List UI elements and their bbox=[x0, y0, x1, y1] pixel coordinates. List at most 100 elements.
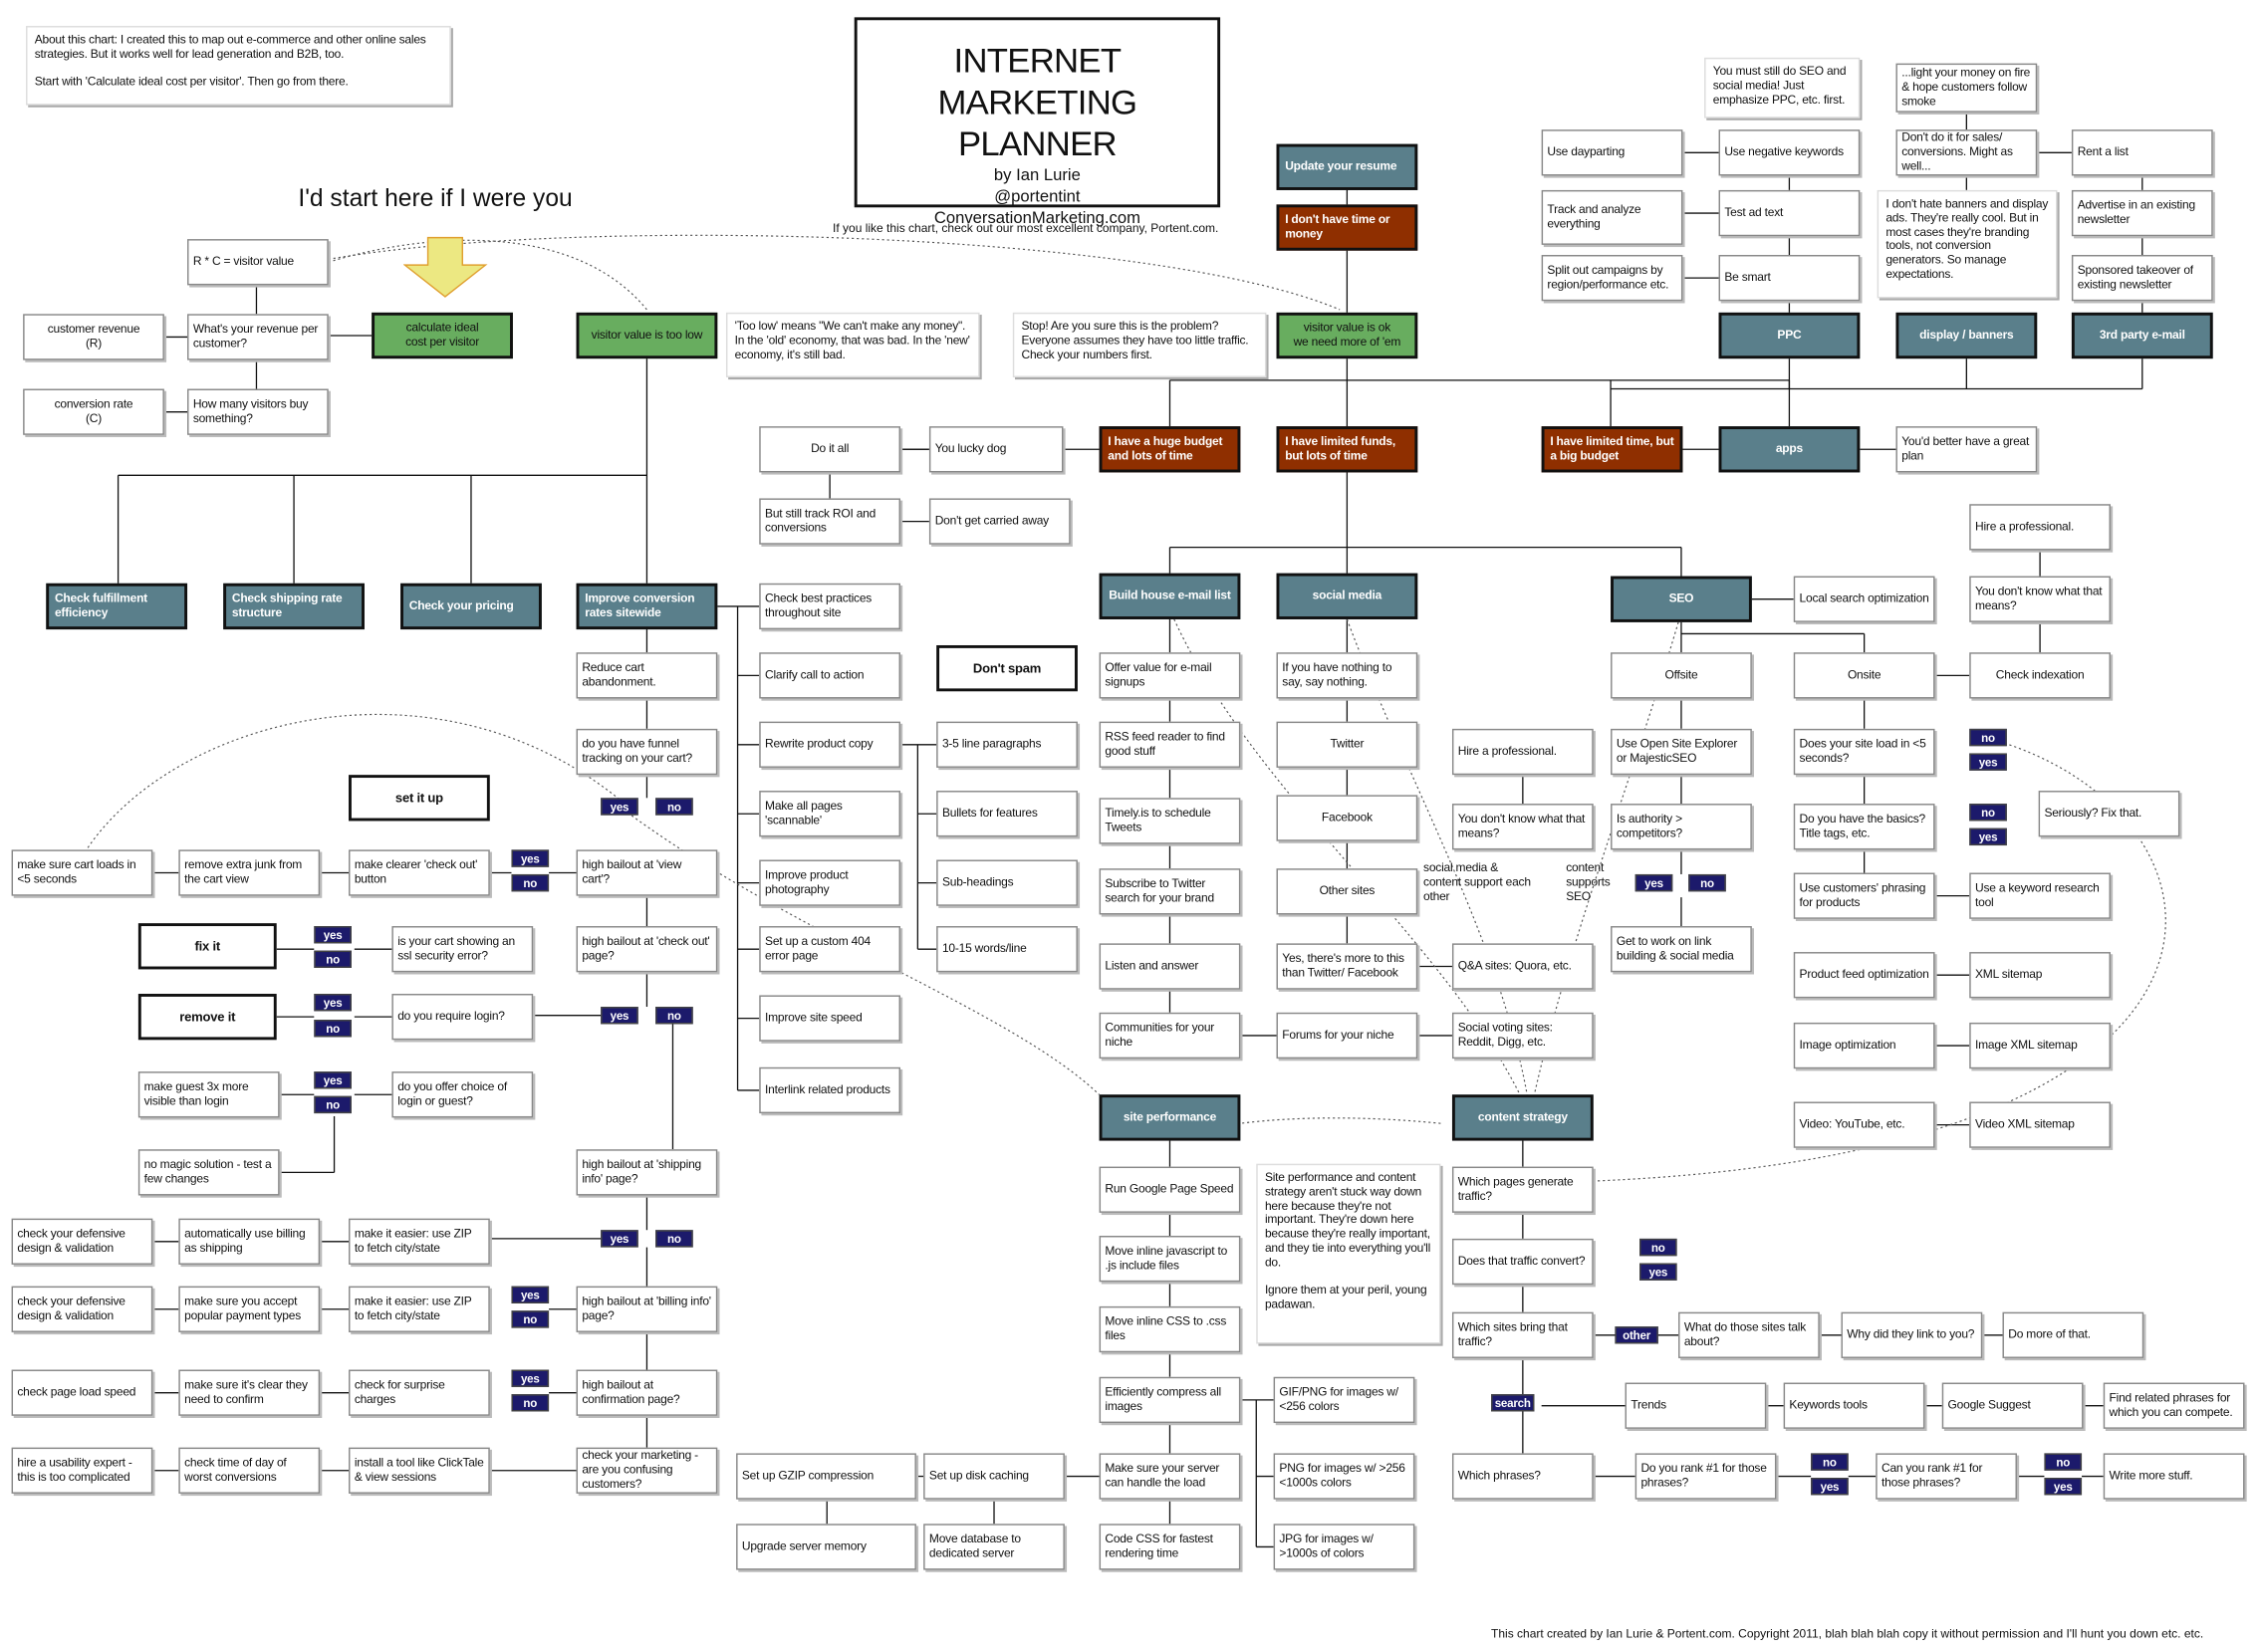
node-label: JPG for images w/ >1000s of colors bbox=[1279, 1531, 1374, 1560]
node-kwtool: Use a keyword research tool bbox=[1969, 872, 2111, 919]
node-rss: RSS feed reader to find good stuff bbox=[1099, 721, 1241, 768]
node-label: Move database to dedicated server bbox=[928, 1531, 1021, 1560]
node-label: You don't know what that means? bbox=[1457, 811, 1586, 840]
node-huge: I have a huge budget and lots of time bbox=[1099, 426, 1241, 473]
node-gif: GIF/PNG for images w/ <256 colors bbox=[1273, 1376, 1415, 1424]
node-label: 10-15 words/line bbox=[941, 940, 1027, 956]
node-speed: Improve site speed bbox=[759, 995, 900, 1042]
node-confpage: high bailout at confirmation page? bbox=[576, 1369, 718, 1416]
node-yesmore: Yes, there's more to this than Twitter/ … bbox=[1276, 943, 1418, 990]
yes-tag: yes bbox=[511, 1286, 550, 1303]
node-label: Twitter bbox=[1330, 736, 1365, 751]
node-label: make sure it's clear they need to confir… bbox=[184, 1377, 308, 1406]
node-label: Test ad text bbox=[1724, 204, 1784, 220]
node-label: Move inline CSS to .css files bbox=[1105, 1313, 1227, 1343]
start-here-arrow-icon bbox=[402, 236, 488, 298]
node-label: install a tool like ClickTale & view ses… bbox=[354, 1455, 484, 1484]
node-fulfill: Check fulfillment efficiency bbox=[46, 583, 188, 630]
node-rent: Rent a list bbox=[2071, 129, 2213, 176]
node-label: Efficiently compress all images bbox=[1105, 1384, 1222, 1413]
no-tag: no bbox=[314, 1095, 352, 1114]
node-label: check your defensive design & validation bbox=[17, 1294, 126, 1322]
node-label: social media & content support each othe… bbox=[1423, 860, 1531, 903]
node-offer: Offer value for e-mail signups bbox=[1099, 652, 1241, 699]
node-label: site performance bbox=[1123, 1108, 1217, 1124]
node-gzip: Set up GZIP compression bbox=[736, 1453, 916, 1500]
node-phrases: Which phrases? bbox=[1451, 1453, 1594, 1500]
node-smsupport: social media & content support each othe… bbox=[1423, 861, 1539, 913]
node-label: Use dayparting bbox=[1547, 143, 1626, 159]
node-label: Find related phrases for which you can c… bbox=[2109, 1390, 2233, 1419]
node-trends: Trends bbox=[1625, 1382, 1767, 1429]
node-ok: visitor value is ok we need more of 'em bbox=[1276, 312, 1418, 359]
node-label: Yes, there's more to this than Twitter/ … bbox=[1282, 950, 1404, 980]
node-offsite: Offsite bbox=[1611, 652, 1752, 699]
node-label: hire a usability expert - this is too co… bbox=[17, 1455, 132, 1484]
node-memory: Upgrade server memory bbox=[736, 1524, 916, 1570]
node-label: Site performance and content strategy ar… bbox=[1264, 1169, 1431, 1311]
no-tag: no bbox=[1969, 728, 2007, 747]
node-othersites: Other sites bbox=[1276, 868, 1418, 915]
node-csseo: content supports SEO bbox=[1566, 861, 1624, 913]
node-daypart: Use dayparting bbox=[1541, 129, 1683, 176]
node-label: check your defensive design & validation bbox=[17, 1226, 126, 1255]
node-label: Check fulfillment efficiency bbox=[54, 590, 147, 619]
node-defense2: check your defensive design & validation bbox=[11, 1286, 153, 1332]
node-label: Set up a custom 404 error page bbox=[765, 933, 872, 963]
node-label: Use a keyword research tool bbox=[1975, 880, 2100, 909]
yes-tag: yes bbox=[601, 1230, 638, 1248]
node-label: Video: YouTube, etc. bbox=[1799, 1116, 1905, 1131]
author-site: ConversationMarketing.com bbox=[933, 210, 1140, 228]
node-label: visitor value is ok we need more of 'em bbox=[1293, 320, 1401, 350]
node-funnel: do you have funnel tracking on your cart… bbox=[576, 728, 718, 776]
node-label: automatically use billing as shipping bbox=[184, 1226, 306, 1255]
node-label: Use customers' phrasing for products bbox=[1799, 880, 1926, 909]
node-label: fix it bbox=[194, 938, 221, 954]
node-label: set it up bbox=[394, 790, 443, 806]
node-label: no magic solution - test a few changes bbox=[143, 1156, 272, 1186]
node-label: Do you have the basics? Title tags, etc. bbox=[1799, 811, 1926, 840]
node-e404: Set up a custom 404 error page bbox=[759, 926, 900, 973]
node-shipinfo: high bailout at 'shipping info' page? bbox=[576, 1149, 718, 1196]
dotted-connector bbox=[1346, 618, 1528, 1095]
node-label: do you require login? bbox=[397, 1008, 505, 1024]
node-label: PNG for images w/ >256 <1000s colors bbox=[1279, 1460, 1405, 1490]
no-tag: no bbox=[1639, 1238, 1677, 1257]
node-email3: 3rd party e-mail bbox=[2071, 312, 2213, 359]
node-defense1: check your defensive design & validation bbox=[11, 1218, 153, 1265]
node-forums: Forums for your niche bbox=[1276, 1012, 1418, 1060]
node-words: 10-15 words/line bbox=[936, 926, 1078, 973]
node-label: Communities for your niche bbox=[1105, 1020, 1215, 1049]
node-listen: Listen and answer bbox=[1099, 943, 1241, 990]
node-indexation: Check indexation bbox=[1969, 652, 2111, 699]
node-trackroi: But still track ROI and conversions bbox=[759, 498, 900, 545]
node-label: Does your site load in <5 seconds? bbox=[1799, 736, 1926, 766]
node-emaillist: Build house e-mail list bbox=[1099, 573, 1241, 619]
node-talk: What do those sites talk about? bbox=[1678, 1311, 1820, 1358]
node-label: RSS feed reader to find good stuff bbox=[1105, 729, 1225, 758]
node-label: Local search optimization bbox=[1799, 590, 1929, 605]
node-label: ...light your money on fire & hope custo… bbox=[1901, 65, 2031, 109]
node-label: SEO bbox=[1668, 590, 1694, 605]
node-ppc: PPC bbox=[1718, 312, 1861, 359]
node-reduce: Reduce cart abandonment. bbox=[576, 652, 718, 699]
node-viewcart: high bailout at 'view cart'? bbox=[576, 849, 718, 896]
search-tag: search bbox=[1491, 1394, 1535, 1412]
yes-tag: yes bbox=[314, 994, 352, 1012]
node-label: Timely.is to schedule Tweets bbox=[1105, 805, 1211, 834]
chart-title-box: INTERNET MARKETING PLANNER by Ian Lurie … bbox=[854, 17, 1221, 228]
node-label: XML sitemap bbox=[1975, 966, 2043, 982]
yes-tag: yes bbox=[2044, 1478, 2083, 1496]
node-label: conversion rate (C) bbox=[54, 396, 133, 425]
twitter-handle: @portentint bbox=[994, 188, 1081, 206]
node-label: make clearer 'check out' button bbox=[354, 856, 478, 886]
node-movedb: Move database to dedicated server bbox=[923, 1524, 1065, 1570]
node-video: Video: YouTube, etc. bbox=[1793, 1101, 1935, 1148]
yes-tag: yes bbox=[601, 798, 638, 816]
yes-tag: yes bbox=[1969, 753, 2007, 771]
node-label: high bailout at confirmation page? bbox=[582, 1377, 680, 1406]
node-writemore: Write more stuff. bbox=[2103, 1453, 2245, 1500]
node-nomagic: no magic solution - test a few changes bbox=[137, 1149, 280, 1196]
node-zip1: make it easier: use ZIP to fetch city/st… bbox=[349, 1218, 490, 1265]
